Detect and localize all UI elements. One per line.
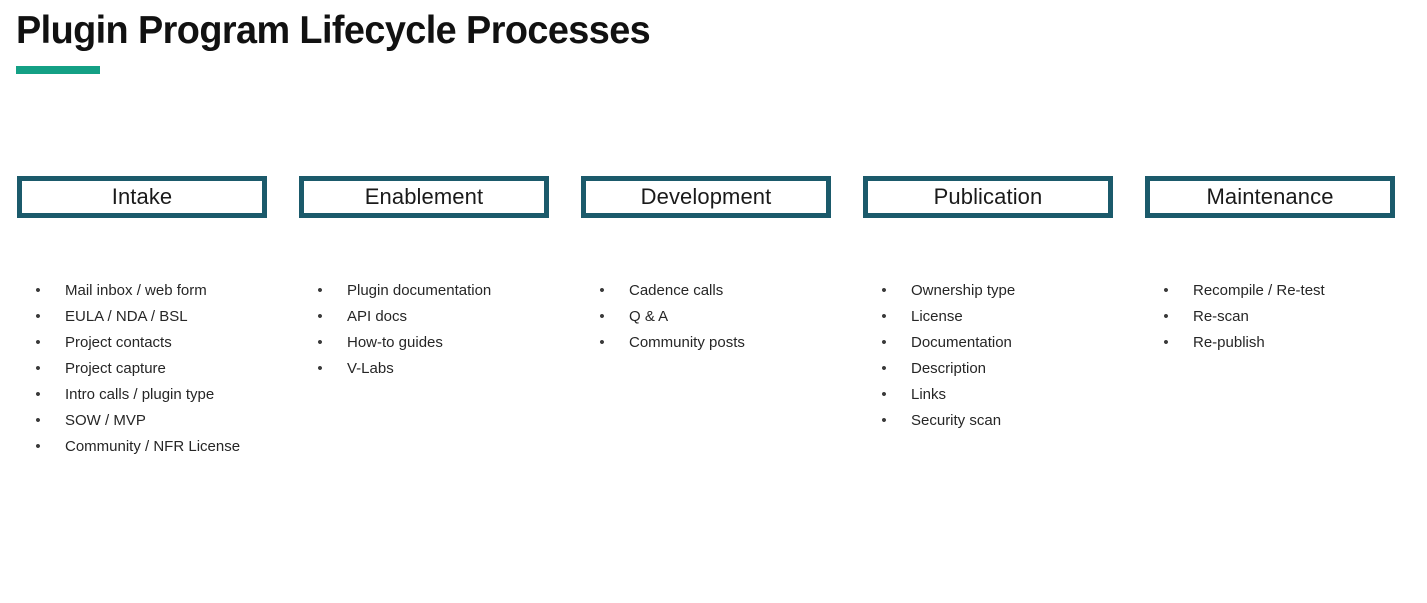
bullet-icon: •	[881, 334, 887, 351]
bullet-icon: •	[35, 282, 41, 299]
bullet-icon: •	[1163, 334, 1169, 351]
phase-box-enablement[interactable]: Enablement	[299, 176, 549, 218]
list-item: • V-Labs	[299, 356, 589, 382]
list-item: • Re-publish	[1145, 330, 1427, 356]
list-item-label: V-Labs	[347, 360, 394, 377]
bullet-icon: •	[599, 308, 605, 325]
list-item: • How-to guides	[299, 330, 589, 356]
list-item-label: Project contacts	[65, 334, 172, 351]
phase-title-publication: Publication	[933, 184, 1043, 209]
list-item: • Plugin documentation	[299, 278, 589, 304]
bullet-icon: •	[881, 386, 887, 403]
list-item: • Community / NFR License	[17, 434, 307, 460]
list-item: • Description	[863, 356, 1153, 382]
list-item: • SOW / MVP	[17, 408, 307, 434]
bullet-icon: •	[881, 412, 887, 429]
title-block: Plugin Program Lifecycle Processes	[16, 8, 1016, 74]
list-item: • Re-scan	[1145, 304, 1427, 330]
list-item: • Intro calls / plugin type	[17, 382, 307, 408]
phase-list-publication: • Ownership type • License • Documentati…	[863, 278, 1153, 434]
list-item: • Documentation	[863, 330, 1153, 356]
phase-box-maintenance[interactable]: Maintenance	[1145, 176, 1395, 218]
list-item-label: Mail inbox / web form	[65, 282, 207, 299]
list-item: • Project capture	[17, 356, 307, 382]
bullet-icon: •	[1163, 282, 1169, 299]
phase-title-development: Development	[640, 184, 772, 209]
list-item: • Q & A	[581, 304, 871, 330]
bullet-icon: •	[317, 308, 323, 325]
list-item-label: Intro calls / plugin type	[65, 386, 215, 403]
phase-title-intake: Intake	[111, 184, 173, 209]
bullet-icon: •	[881, 282, 887, 299]
bullet-icon: •	[881, 308, 887, 325]
list-item-label: Re-publish	[1193, 334, 1265, 351]
phase-box-intake[interactable]: Intake	[17, 176, 267, 218]
list-item-label: Links	[911, 386, 947, 403]
bullet-icon: •	[35, 308, 41, 325]
list-item: • License	[863, 304, 1153, 330]
list-item-label: How-to guides	[347, 334, 443, 351]
bullet-icon: •	[35, 386, 41, 403]
list-item-label: Documentation	[911, 334, 1012, 351]
list-item-label: License	[911, 308, 963, 325]
list-item: • Links	[863, 382, 1153, 408]
list-item-label: EULA / NDA / BSL	[65, 308, 188, 325]
list-item: • Community posts	[581, 330, 871, 356]
list-item-label: Recompile / Re-test	[1193, 282, 1325, 299]
phase-list-maintenance: • Recompile / Re-test • Re-scan • Re-pub…	[1145, 278, 1427, 356]
phase-list-intake: • Mail inbox / web form • EULA / NDA / B…	[17, 278, 307, 460]
list-item-label: Project capture	[65, 360, 166, 377]
phase-box-development[interactable]: Development	[581, 176, 831, 218]
bullet-icon: •	[599, 282, 605, 299]
phase-list-enablement: • Plugin documentation • API docs • How-…	[299, 278, 589, 382]
phase-box-publication[interactable]: Publication	[863, 176, 1113, 218]
bullet-icon: •	[35, 412, 41, 429]
list-item-label: Ownership type	[911, 282, 1016, 299]
bullet-icon: •	[317, 282, 323, 299]
title-accent-bar	[16, 66, 100, 74]
list-item-label: Plugin documentation	[347, 282, 492, 299]
list-item-label: Re-scan	[1193, 308, 1249, 325]
list-item-label: Community posts	[629, 334, 745, 351]
list-item: • Ownership type	[863, 278, 1153, 304]
phase-title-enablement: Enablement	[364, 184, 484, 209]
bullet-icon: •	[35, 360, 41, 377]
bullet-icon: •	[1163, 308, 1169, 325]
list-item: • Mail inbox / web form	[17, 278, 307, 304]
list-item-label: Community / NFR License	[65, 438, 241, 455]
phase-title-maintenance: Maintenance	[1206, 184, 1334, 209]
list-item: • Recompile / Re-test	[1145, 278, 1427, 304]
bullet-icon: •	[317, 360, 323, 377]
list-item-label: SOW / MVP	[65, 412, 146, 429]
list-item: • Security scan	[863, 408, 1153, 434]
list-item-label: Cadence calls	[629, 282, 724, 299]
list-item-label: Q & A	[629, 308, 669, 325]
list-item: • Cadence calls	[581, 278, 871, 304]
list-item: • API docs	[299, 304, 589, 330]
bullet-icon: •	[35, 438, 41, 455]
page-title: Plugin Program Lifecycle Processes	[16, 9, 651, 52]
bullet-icon: •	[881, 360, 887, 377]
list-item: • EULA / NDA / BSL	[17, 304, 307, 330]
bullet-icon: •	[599, 334, 605, 351]
list-item-label: Description	[911, 360, 987, 377]
list-item-label: Security scan	[911, 412, 1002, 429]
list-item: • Project contacts	[17, 330, 307, 356]
bullet-icon: •	[317, 334, 323, 351]
phase-list-development: • Cadence calls • Q & A • Community post…	[581, 278, 871, 356]
list-item-label: API docs	[347, 308, 408, 325]
bullet-icon: •	[35, 334, 41, 351]
